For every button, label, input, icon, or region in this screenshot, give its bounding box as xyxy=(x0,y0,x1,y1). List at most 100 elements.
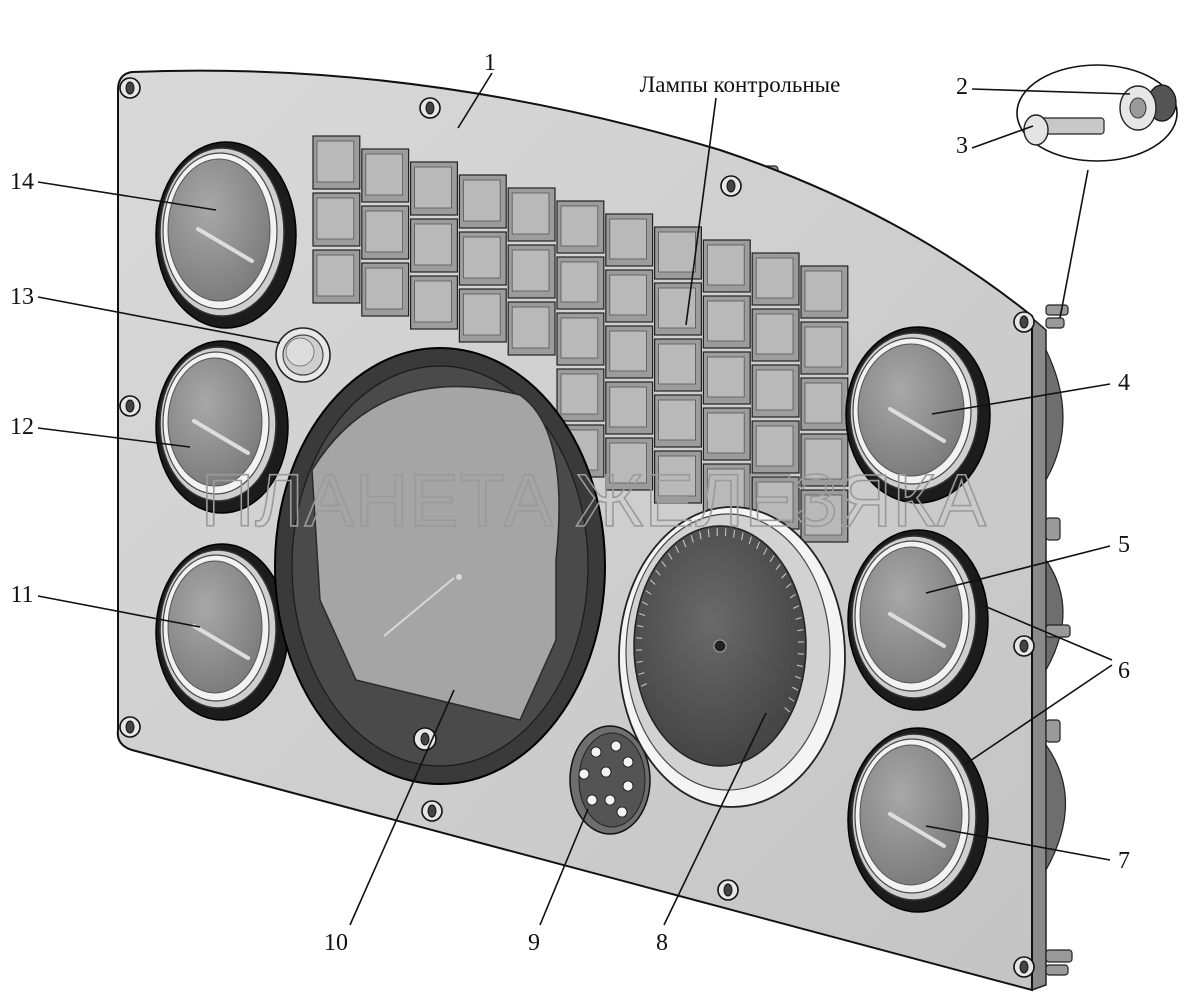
tacho-tick xyxy=(789,593,796,599)
control-lamp-lens xyxy=(560,261,599,303)
panel-bolts xyxy=(119,77,1035,978)
callout-6: 6 xyxy=(1118,658,1130,684)
panel-side xyxy=(1031,316,1047,992)
control-lamp-lens xyxy=(462,293,501,336)
tacho-tick xyxy=(640,683,647,687)
control-lamp-lens xyxy=(707,412,745,454)
leader-lines xyxy=(37,72,1131,926)
control-lamp-lens xyxy=(560,317,599,359)
callout-8: 8 xyxy=(656,930,668,956)
control-lamp-lens xyxy=(658,231,696,273)
control-lamp-lens xyxy=(804,382,843,424)
callout-5: 5 xyxy=(1118,532,1130,558)
control-lamp-lens xyxy=(804,494,843,536)
callout-9: 9 xyxy=(528,930,540,956)
tacho-tick xyxy=(636,660,643,663)
control-lamp-lens xyxy=(804,438,843,480)
callout-labels: Лампы контрольные 1 2 3 4 5 6 7 8 9 10 1… xyxy=(10,50,1130,956)
control-lamp-lens xyxy=(462,236,501,279)
tacho-tick xyxy=(788,697,795,702)
tacho-tick xyxy=(733,529,736,538)
tacho-tick xyxy=(641,601,648,606)
washer-nut-2 xyxy=(1119,84,1177,131)
rear-housing-5 xyxy=(1045,558,1064,673)
callout-2: 2 xyxy=(956,74,968,100)
control-lamp-lens xyxy=(511,192,550,235)
watermark-text: ПЛАНЕТА ЖЕЛЕЗЯКА xyxy=(201,459,987,542)
control-lamp-lens xyxy=(316,254,355,297)
control-lamp-lens xyxy=(316,197,355,240)
control-lamp-lens xyxy=(365,267,403,310)
control-lamp-lens xyxy=(755,313,794,355)
control-lamp-lens xyxy=(707,300,745,342)
tacho-tick xyxy=(795,616,802,620)
control-lamp-lens xyxy=(414,223,452,266)
display-cluster-10 xyxy=(274,347,606,785)
tacho-tick xyxy=(690,534,694,543)
tacho-tick xyxy=(675,545,680,553)
control-lamp-lens xyxy=(462,179,501,222)
tacho-tick xyxy=(655,569,661,576)
control-lamp-lens xyxy=(755,257,794,299)
control-lamp-lens xyxy=(560,373,599,415)
control-lamp-lens xyxy=(511,306,550,349)
rear-housing-4 xyxy=(1045,349,1064,483)
tacho-tick xyxy=(775,563,781,570)
tacho-tick xyxy=(797,629,804,632)
control-lamp-lens xyxy=(511,249,550,292)
tacho-tick xyxy=(650,579,656,585)
control-lamp-lens xyxy=(658,343,696,385)
tacho-tick xyxy=(797,653,804,655)
small-gauges xyxy=(155,141,991,913)
tacho-tick xyxy=(661,560,667,568)
control-lamp-lens xyxy=(414,166,452,209)
control-lamp-lens xyxy=(365,210,403,253)
tacho-tick xyxy=(638,672,645,676)
control-lamp-lens xyxy=(707,356,745,398)
control-lamp-lens xyxy=(365,153,403,196)
rear-housing-7 xyxy=(1045,743,1067,873)
tacho-tick xyxy=(792,686,799,691)
tacho-tick xyxy=(781,573,787,579)
tacho-tick xyxy=(796,664,803,667)
gauge-5 xyxy=(847,529,989,711)
control-lamp-lens xyxy=(658,399,696,441)
control-lamp-lens xyxy=(414,280,452,323)
tacho-tick xyxy=(763,547,768,556)
tacho-tick xyxy=(637,625,644,628)
tacho-tick xyxy=(769,555,775,563)
tacho-tick xyxy=(707,529,710,538)
callout-7: 7 xyxy=(1118,848,1130,874)
control-lamp-lens xyxy=(755,425,794,467)
callout-11: 11 xyxy=(10,582,33,608)
callout-1: 1 xyxy=(484,50,496,76)
tacho-tick xyxy=(785,583,792,589)
tachometer-8 xyxy=(618,506,846,808)
fastener-detail xyxy=(1016,64,1178,319)
callout-4: 4 xyxy=(1118,370,1130,396)
screw-3 xyxy=(1023,114,1105,146)
control-lamp-lens xyxy=(609,386,647,428)
callout-13: 13 xyxy=(10,284,34,310)
gauge-11 xyxy=(155,543,289,721)
tacho-tick xyxy=(682,539,687,548)
tacho-tick xyxy=(636,637,643,639)
tacho-tick xyxy=(794,675,801,679)
control-lamp-lens xyxy=(755,369,794,411)
control-lamp-lens xyxy=(609,330,647,372)
control-lamp-lens xyxy=(609,218,647,260)
tacho-tick xyxy=(639,613,646,617)
control-lamp-lens xyxy=(609,442,647,484)
tacho-tick xyxy=(748,536,752,545)
label-control-lamps: Лампы контрольные xyxy=(640,72,841,97)
callout-3: 3 xyxy=(956,133,968,159)
control-lamp-lens xyxy=(658,455,696,497)
gauge-7 xyxy=(847,727,989,913)
control-lamp-lens xyxy=(707,468,745,510)
gauge-4 xyxy=(845,326,991,504)
speaker-grille-9 xyxy=(569,725,651,835)
control-lamp-lens xyxy=(560,205,599,247)
tacho-tick xyxy=(741,532,744,541)
tacho-tick xyxy=(645,590,652,595)
